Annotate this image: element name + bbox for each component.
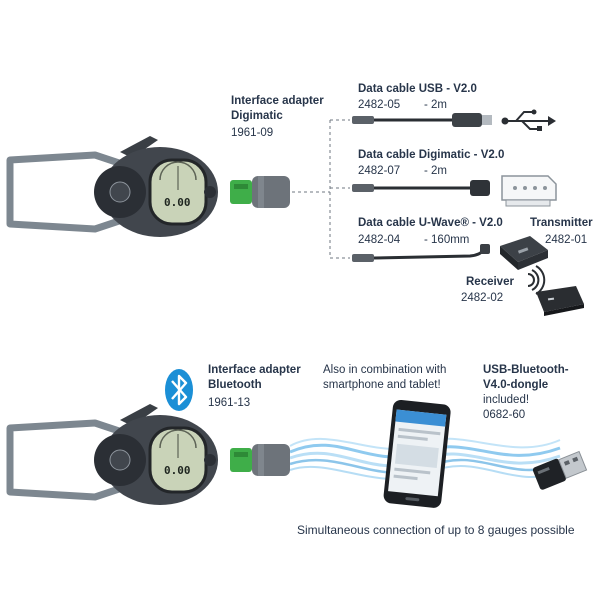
uwave-cable-code: 2482-04 <box>358 234 401 246</box>
receiver-title: Receiver <box>466 276 514 288</box>
dongle-title-line2: V4.0-dongle <box>483 379 549 391</box>
interface-adapter-bluetooth-title: Interface adapter Bluetooth <box>208 363 301 393</box>
receiver-code: 2482-02 <box>461 292 504 304</box>
digimatic-cable-code: 2482-07 <box>358 165 401 177</box>
uwave-cable-length: - 160mm <box>424 234 470 246</box>
combination-note: Also in combination with smartphone and … <box>323 363 446 393</box>
interface-adapter-bluetooth-code: 1961-13 <box>208 397 251 409</box>
interface-adapter-digimatic-code: 1961-09 <box>231 127 274 139</box>
adapter-title-line2: Digimatic <box>231 110 283 122</box>
dongle-code: 0682-60 <box>483 409 526 421</box>
footer-note: Simultaneous connection of up to 8 gauge… <box>297 523 575 537</box>
usb-cable-title: Data cable USB - V2.0 <box>358 83 477 95</box>
usb-cable-code: 2482-05 <box>358 99 401 111</box>
digimatic-cable-title: Data cable Digimatic - V2.0 <box>358 149 505 161</box>
uwave-cable-title: Data cable U-Wave® - V2.0 <box>358 217 503 229</box>
gauge-display-top: 0.00 <box>164 196 191 209</box>
bt-adapter-title-line1: Interface adapter <box>208 364 301 376</box>
dongle-title-line1: USB-Bluetooth- <box>483 364 569 376</box>
dongle-description: USB-Bluetooth- V4.0-dongle included! 068… <box>483 363 569 423</box>
bt-adapter-title-line2: Bluetooth <box>208 379 262 391</box>
digimatic-cable-length: - 2m <box>424 165 447 177</box>
usb-cable-length: - 2m <box>424 99 447 111</box>
gauge-display-bottom: 0.00 <box>164 464 191 477</box>
transmitter-title: Transmitter <box>530 217 593 229</box>
adapter-title-line1: Interface adapter <box>231 95 324 107</box>
combination-note-line1: Also in combination with <box>323 364 447 376</box>
transmitter-code: 2482-01 <box>545 234 588 246</box>
dongle-included: included! <box>483 394 530 406</box>
combination-note-line2: smartphone and tablet! <box>323 379 441 391</box>
interface-adapter-digimatic-title: Interface adapter Digimatic <box>231 94 324 124</box>
